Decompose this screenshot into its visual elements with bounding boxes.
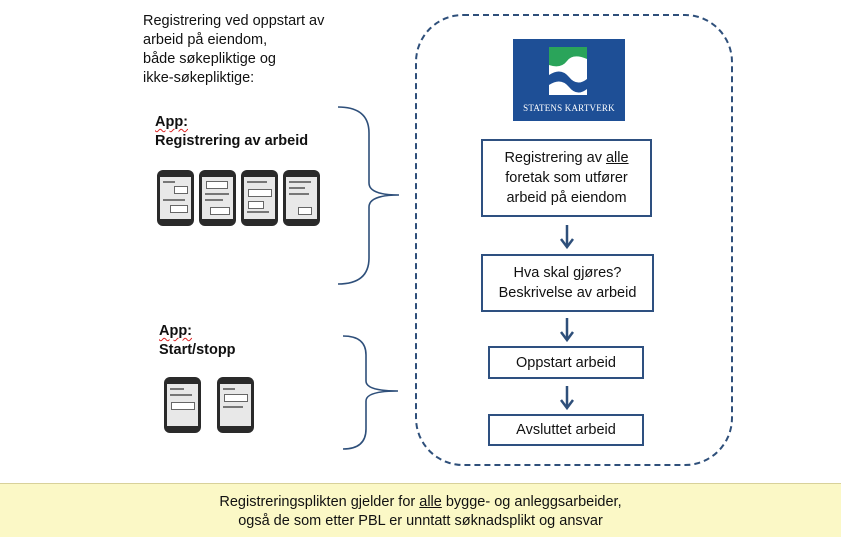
- intro-text: Registrering ved oppstart av arbeid på e…: [143, 12, 324, 88]
- arrow-down-icon: [560, 318, 574, 343]
- step3-text: Oppstart arbeid: [516, 354, 616, 371]
- app2-heading: App: Start/stopp: [159, 322, 236, 360]
- phone-icon: [283, 170, 320, 226]
- step1-line2: foretak som utfører: [505, 170, 628, 186]
- app2-label: App:: [159, 323, 193, 339]
- intro-line: både søkepliktige og: [143, 51, 276, 67]
- process-frame: [415, 14, 733, 466]
- intro-line: arbeid på eiendom,: [143, 32, 268, 48]
- banner-line1-post: bygge- og anleggsarbeider,: [441, 494, 622, 510]
- phone-icon: [199, 170, 236, 226]
- info-banner: Registreringsplikten gjelder for alle by…: [0, 483, 841, 537]
- brace-2: [342, 335, 399, 450]
- banner-line1-pre: Registreringsplikten gjelder for: [219, 494, 420, 510]
- app1-label: App:: [155, 114, 189, 130]
- intro-line: Registrering ved oppstart av: [143, 13, 325, 29]
- step1-line3: arbeid på eiendom: [506, 190, 627, 206]
- logo-text: STATENS KARTVERK: [523, 103, 615, 113]
- step1-underlined: alle: [605, 150, 629, 166]
- step-describe-work: Hva skal gjøres? Beskrivelse av arbeid: [481, 254, 654, 312]
- banner-line2: også de som etter PBL er unntatt søknads…: [238, 513, 603, 529]
- step2-line2: Beskrivelse av arbeid: [498, 285, 637, 301]
- step-end-work: Avsluttet arbeid: [488, 414, 644, 446]
- step2-line1: Hva skal gjøres?: [513, 265, 622, 281]
- arrow-down-icon: [560, 386, 574, 411]
- step4-text: Avsluttet arbeid: [516, 422, 616, 438]
- step-start-work: Oppstart arbeid: [488, 346, 644, 379]
- banner-line1-underlined: alle: [419, 494, 442, 510]
- step-register-all: Registrering av alle foretak som utfører…: [481, 139, 652, 217]
- phone-icon: [241, 170, 278, 226]
- brace-1: [337, 106, 400, 285]
- app1-heading: App: Registrering av arbeid: [155, 113, 308, 151]
- phone-icon: [157, 170, 194, 226]
- app1-title: Registrering av arbeid: [155, 133, 309, 149]
- intro-line: ikke-søkepliktige:: [143, 70, 255, 86]
- app2-title: Start/stopp: [159, 342, 236, 358]
- step1-pre: Registrering av: [504, 150, 606, 166]
- arrow-down-icon: [560, 225, 574, 250]
- phone-icon: [217, 377, 254, 433]
- statens-kartverk-logo: STATENS KARTVERK: [513, 39, 625, 121]
- phone-icon: [164, 377, 201, 433]
